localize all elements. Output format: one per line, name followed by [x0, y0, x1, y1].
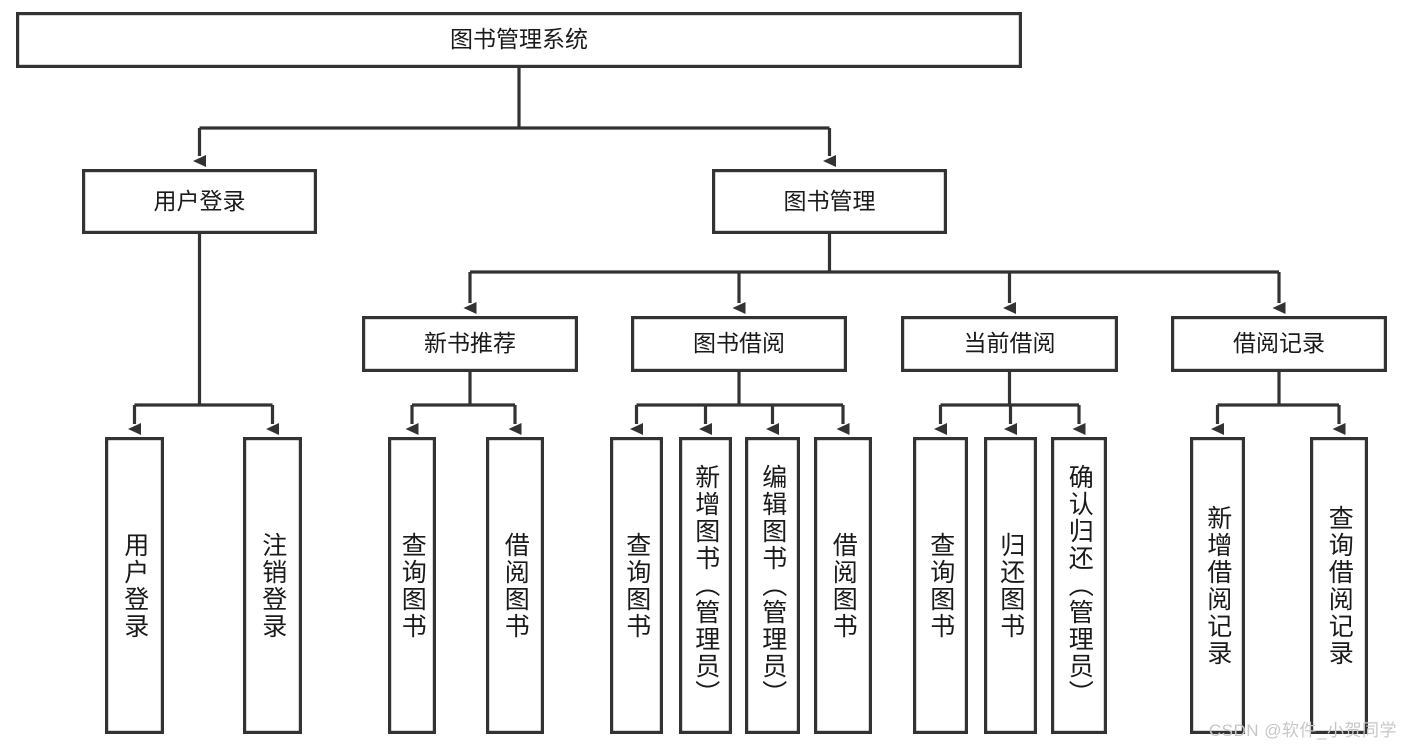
- node-box-leaf-query-book-rec: [388, 437, 437, 734]
- node-box-user-login: [81, 169, 318, 235]
- node-box-leaf-query-record: [1309, 437, 1368, 734]
- node-box-leaf-borrow-book: [813, 437, 872, 734]
- node-box-leaf-return-book: [983, 437, 1037, 734]
- node-box-borrow-record: [1170, 316, 1387, 373]
- node-box-leaf-confirm-return: [1050, 437, 1107, 734]
- connector-lines: [128, 68, 1346, 435]
- node-box-leaf-user-logout: [243, 437, 303, 734]
- node-box-leaf-borrow-book-rec: [486, 437, 545, 734]
- node-box-leaf-query-book-cur: [912, 437, 968, 734]
- node-boxes: [16, 12, 1387, 734]
- node-box-leaf-query-book-borrow: [609, 437, 663, 734]
- node-box-new-book-recommend: [362, 316, 579, 373]
- node-box-root: [16, 12, 1022, 68]
- csdn-watermark: CSDN @软件_小贺同学: [1208, 721, 1397, 740]
- node-box-leaf-user-login: [104, 437, 164, 734]
- node-box-current-borrow: [900, 316, 1118, 373]
- node-box-book-manage: [711, 169, 947, 235]
- node-box-leaf-edit-book: [744, 437, 800, 734]
- node-box-leaf-add-record: [1189, 437, 1245, 734]
- node-box-book-borrow: [630, 316, 847, 373]
- node-box-leaf-add-book: [678, 437, 732, 734]
